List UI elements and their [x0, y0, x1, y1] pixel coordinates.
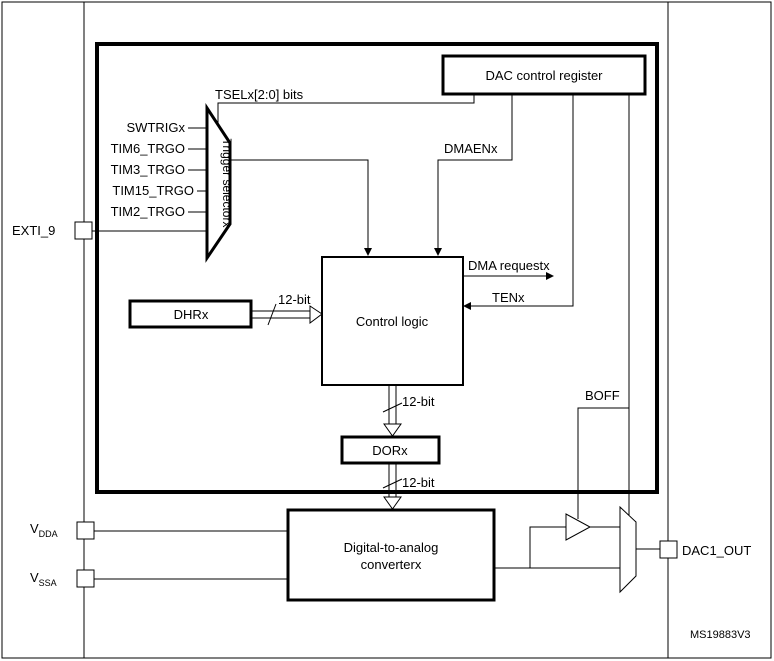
vdda-label: VDDA	[30, 521, 58, 539]
dhr-bus	[251, 303, 323, 326]
trigger-selector-label: Trigger selectorx	[220, 139, 234, 228]
dmaen-label: DMAENx	[444, 141, 498, 156]
vssa-label-main: V	[30, 570, 39, 585]
dhr-label: DHRx	[174, 307, 209, 322]
dac-digital-block	[95, 42, 659, 494]
dmaen-line	[434, 94, 513, 256]
output-buffer-icon	[565, 513, 592, 541]
vssa-label: VSSA	[30, 570, 57, 588]
trigger-label-tim3: TIM3_TRGO	[111, 162, 185, 177]
figure-id: MS19883V3	[690, 629, 751, 641]
dac-converter-label-line1: Digital-to-analog	[344, 540, 439, 555]
dhr-bit-label: 12-bit	[278, 292, 311, 307]
vssa-pin	[76, 569, 95, 588]
trigger-to-control-line	[230, 159, 372, 256]
dor-label: DORx	[372, 443, 408, 458]
buffer-input-line	[529, 526, 566, 568]
vssa-label-sub: SSA	[39, 578, 57, 588]
exti-label: EXTI_9	[12, 223, 55, 238]
ten-line	[463, 94, 574, 310]
dma-request-label: DMA requestx	[468, 258, 550, 273]
dhr-box	[128, 299, 253, 329]
dor-box	[340, 435, 441, 465]
boff-label: BOFF	[585, 388, 620, 403]
dac-out-label: DAC1_OUT	[682, 543, 751, 558]
trigger-label-tim6: TIM6_TRGO	[111, 141, 185, 156]
trigger-selector-mux	[205, 102, 232, 263]
trigger-label-tim2: TIM2_TRGO	[111, 204, 185, 219]
ten-label: TENx	[492, 290, 525, 305]
tsel-label: TSELx[2:0] bits	[215, 87, 304, 102]
control-to-dor-bus	[382, 385, 403, 437]
trigger-label-tim15: TIM15_TRGO	[112, 183, 194, 198]
vdda-label-sub: DDA	[39, 529, 58, 539]
dac-out-pin	[659, 540, 678, 559]
dac-bit-label: 12-bit	[402, 475, 435, 490]
trigger-label-swtrig: SWTRIGx	[127, 120, 186, 135]
tsel-line	[217, 94, 475, 132]
dac-converter-box	[286, 508, 496, 602]
control-logic-label: Control logic	[356, 314, 429, 329]
buffer-enable-line	[577, 407, 629, 519]
vdda-pin	[76, 521, 95, 540]
output-mux	[619, 505, 637, 594]
dor-to-dac-bus	[382, 463, 403, 510]
dac-converter-label-line2: converterx	[361, 557, 422, 572]
dac-control-register-box	[441, 54, 647, 96]
vdda-label-main: V	[30, 521, 39, 536]
dor-bit-label: 12-bit	[402, 394, 435, 409]
exti-pin	[74, 221, 93, 240]
dac-control-register-label: DAC control register	[485, 68, 603, 83]
control-logic-box	[321, 256, 464, 386]
